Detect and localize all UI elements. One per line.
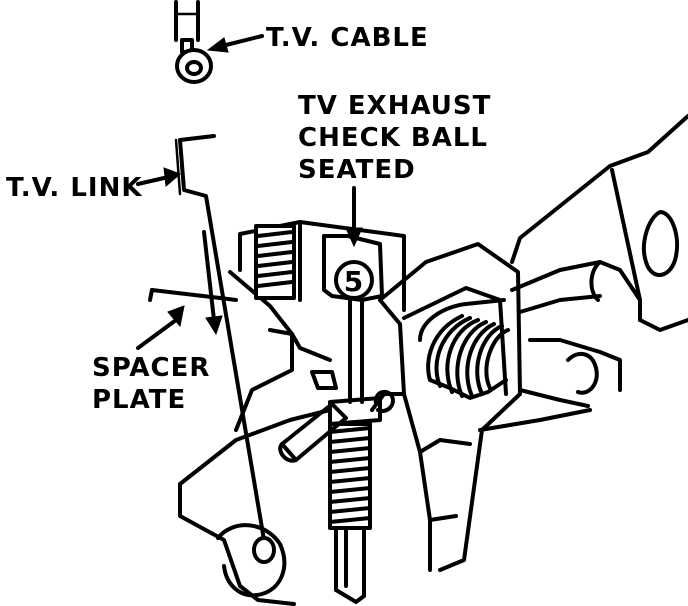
down-motion-arrow xyxy=(202,230,223,336)
coil-spring xyxy=(418,298,510,400)
valve-body-block xyxy=(148,220,406,606)
valve-body-frame xyxy=(478,114,688,432)
spacer-plate-label-line1: SPACER xyxy=(92,353,210,383)
tv-cable xyxy=(174,0,213,84)
tv-exhaust-label-line3: SEATED xyxy=(298,155,416,185)
tv-link-label: T.V. LINK xyxy=(6,173,143,203)
tv-exhaust-label-line2: CHECK BALL xyxy=(298,123,488,153)
check-ball-leader xyxy=(345,186,363,248)
tv-cable-label: T.V. CABLE xyxy=(266,23,429,53)
tv-cable-leader-arrow xyxy=(206,34,264,53)
tv-link-leader-arrow xyxy=(136,167,181,187)
detent-bracket xyxy=(370,242,522,572)
tv-exhaust-label-line1: TV EXHAUST xyxy=(298,91,491,121)
spacer-plate-leader-arrow xyxy=(136,305,185,350)
tv-link-rod xyxy=(174,134,276,564)
callout-5-badge: 5 xyxy=(334,260,374,300)
callout-5-number: 5 xyxy=(344,265,364,298)
exhaust-lever-assembly xyxy=(278,285,382,604)
upper-spring xyxy=(254,224,296,300)
spacer-plate-label-line2: PLATE xyxy=(92,385,186,415)
